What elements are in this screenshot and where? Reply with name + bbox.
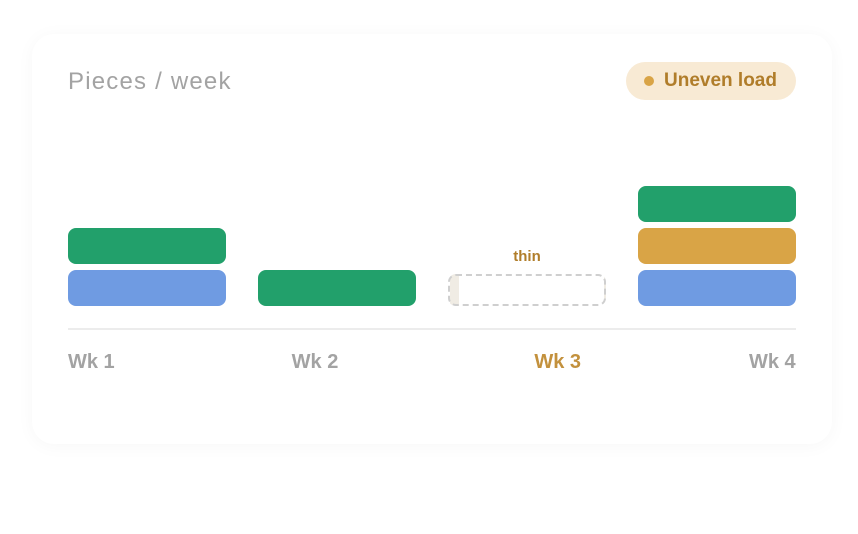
status-dot-icon xyxy=(644,76,654,86)
bar-segment xyxy=(68,270,226,306)
status-badge-label: Uneven load xyxy=(664,70,777,91)
bar-annotation: thin xyxy=(513,248,541,265)
x-tick-label: Wk 2 xyxy=(291,351,339,373)
bar-segment xyxy=(638,228,796,264)
x-tick-label: Wk 4 xyxy=(749,351,796,373)
bar-segment xyxy=(638,186,796,222)
bar-segment xyxy=(68,228,226,264)
chart-title: Pieces / week xyxy=(68,68,232,95)
empty-bar-placeholder xyxy=(448,274,606,306)
x-tick-label: Wk 3 xyxy=(534,351,582,373)
status-badge: Uneven load xyxy=(626,62,796,100)
bar-segment xyxy=(638,270,796,306)
x-tick-label: Wk 1 xyxy=(68,351,115,373)
x-axis-baseline xyxy=(68,328,796,330)
bar-segment xyxy=(258,270,416,306)
